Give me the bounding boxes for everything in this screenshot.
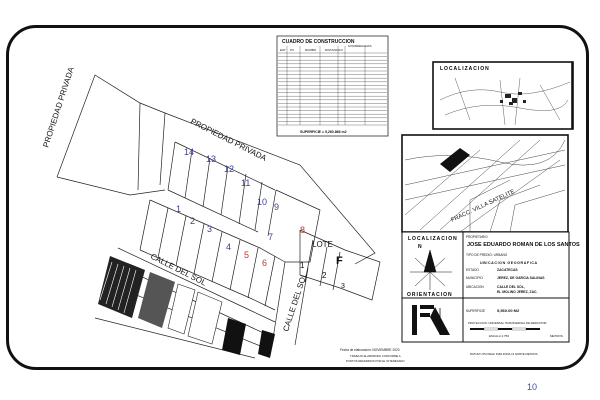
lote-labels: LOTE 1 2 3 F — [300, 240, 345, 290]
estado-label: ESTADO — [466, 268, 479, 272]
lot-number: 1 — [176, 204, 181, 214]
lot-number: 5 — [244, 250, 249, 260]
localizacion-mid-panel: FRACC. VILLA SATELITE — [401, 134, 569, 233]
proyeccion-text: PROYECCION: UNIVERSAL TRANSVERSAL DE MER… — [468, 321, 546, 325]
superficie-value: 5,560.00 M2 — [497, 308, 520, 313]
propiedad-privada-left-label: PROPIEDAD PRIVADA — [41, 65, 76, 148]
table-title: CUADRO DE CONSTRUCCION — [282, 39, 355, 45]
localizacion-top-title: LOCALIZACION — [440, 66, 490, 72]
info-panel: PROPIETARIO JOSE EDUARDO ROMAN DE LOS SA… — [462, 231, 580, 299]
lot-number: 9 — [274, 202, 279, 212]
lot-number: 2 — [190, 216, 195, 226]
localizacion-mid-title: LOCALIZACION — [408, 236, 458, 242]
propietario-value: JOSE EDUARDO ROMAN DE LOS SANTOS — [467, 242, 580, 248]
estado-value: ZACATECAS — [497, 268, 518, 272]
metros-text: METROS — [550, 334, 563, 338]
lote-label: LOTE — [312, 240, 333, 249]
puntos-note: PUNTOS REFERIDOS POR EL INTERESADO — [346, 359, 405, 363]
lote-letter: 1 — [300, 261, 305, 270]
ubicacion-label: UBICACION — [466, 285, 484, 289]
scale-bar — [470, 327, 540, 331]
lot-number: 3 — [207, 224, 212, 234]
svg-text:·: · — [150, 105, 152, 109]
table-header: V — [341, 48, 343, 52]
lot-number: 13 — [206, 154, 216, 164]
lote-letter: F — [336, 255, 343, 267]
compass-rose — [410, 249, 452, 290]
plot-outline — [56, 74, 381, 359]
logo-panel — [401, 297, 464, 343]
distance-marks: · · · — [62, 77, 152, 171]
table-header: EST — [280, 48, 286, 52]
superficie-label: SUPERFICIE — [466, 309, 485, 313]
table-header: COORDENADAS — [348, 44, 372, 48]
escala-text: ESCALA 1:750 — [489, 334, 509, 338]
ubicacion-value-2: EL MOLINO JEREZ, ZAC. — [497, 290, 537, 294]
lot-number: 8 — [300, 225, 305, 235]
ubicacion-value: CALLE DEL SOL, — [497, 285, 525, 289]
municipio-label: MUNICIPIO — [466, 276, 483, 280]
page-number: 10 — [527, 382, 538, 392]
trabajo-note: TRABAJO ELABORADO CONFORME A — [350, 354, 401, 358]
fecha-note: Fecha de elaboración: NOVIEMBRE 2020 — [340, 348, 400, 352]
lote-letter: 3 — [341, 283, 345, 290]
lot-number: 14 — [184, 147, 194, 157]
lot-number: 11 — [241, 178, 250, 188]
propietario-label: PROPIETARIO — [466, 235, 488, 239]
svg-text:·: · — [90, 77, 92, 81]
svg-text:·: · — [62, 167, 64, 171]
orientacion-panel: LOCALIZACION N ORIENTACION — [401, 231, 464, 299]
lot-number: 12 — [224, 164, 234, 174]
surveyor-logo — [412, 305, 450, 335]
ubicacion-title: UBICACION GEOGRAFICA — [480, 261, 538, 265]
table-superficie: SUPERFICIE = 5,260.866 m2 — [300, 130, 347, 134]
orientacion-title: ORIENTACION — [407, 292, 453, 298]
table-header: PV — [290, 48, 294, 52]
municipio-value: JEREZ, DE GARCIA SALINAS — [497, 276, 545, 280]
lot-number: 4 — [226, 242, 231, 252]
lot-number-group: 14 13 12 11 10 9 8 1 2 3 4 5 6 7 — [176, 147, 305, 268]
lot-number: 10 — [257, 197, 267, 207]
built-blocks — [98, 256, 275, 358]
datum-text: DATUM UTM INEGI 1984 ZONA 13 NORTE METRO… — [470, 352, 538, 356]
superficie-panel: SUPERFICIE 5,560.00 M2 PROYECCION: UNIVE… — [462, 297, 570, 356]
propiedad-privada-top-label: PROPIEDAD PRIVADA — [189, 117, 268, 163]
lot-number: 7 — [268, 232, 273, 242]
table-header: RUMBO — [305, 48, 317, 52]
table-header: DISTANCIA — [325, 48, 341, 52]
north-label: N — [418, 244, 422, 250]
localizacion-top-panel: LOCALIZACION — [432, 61, 574, 130]
lot-number: 6 — [262, 258, 267, 268]
calle-del-sol-right-label: CALLE DEL SOL — [281, 271, 309, 332]
tipo-label: TIPO DE PREDIO: URBANO — [466, 253, 508, 257]
construction-table: CUADRO DE CONSTRUCCION EST PV RUMBO DIST… — [276, 35, 389, 137]
lote-letter: 2 — [322, 271, 327, 280]
